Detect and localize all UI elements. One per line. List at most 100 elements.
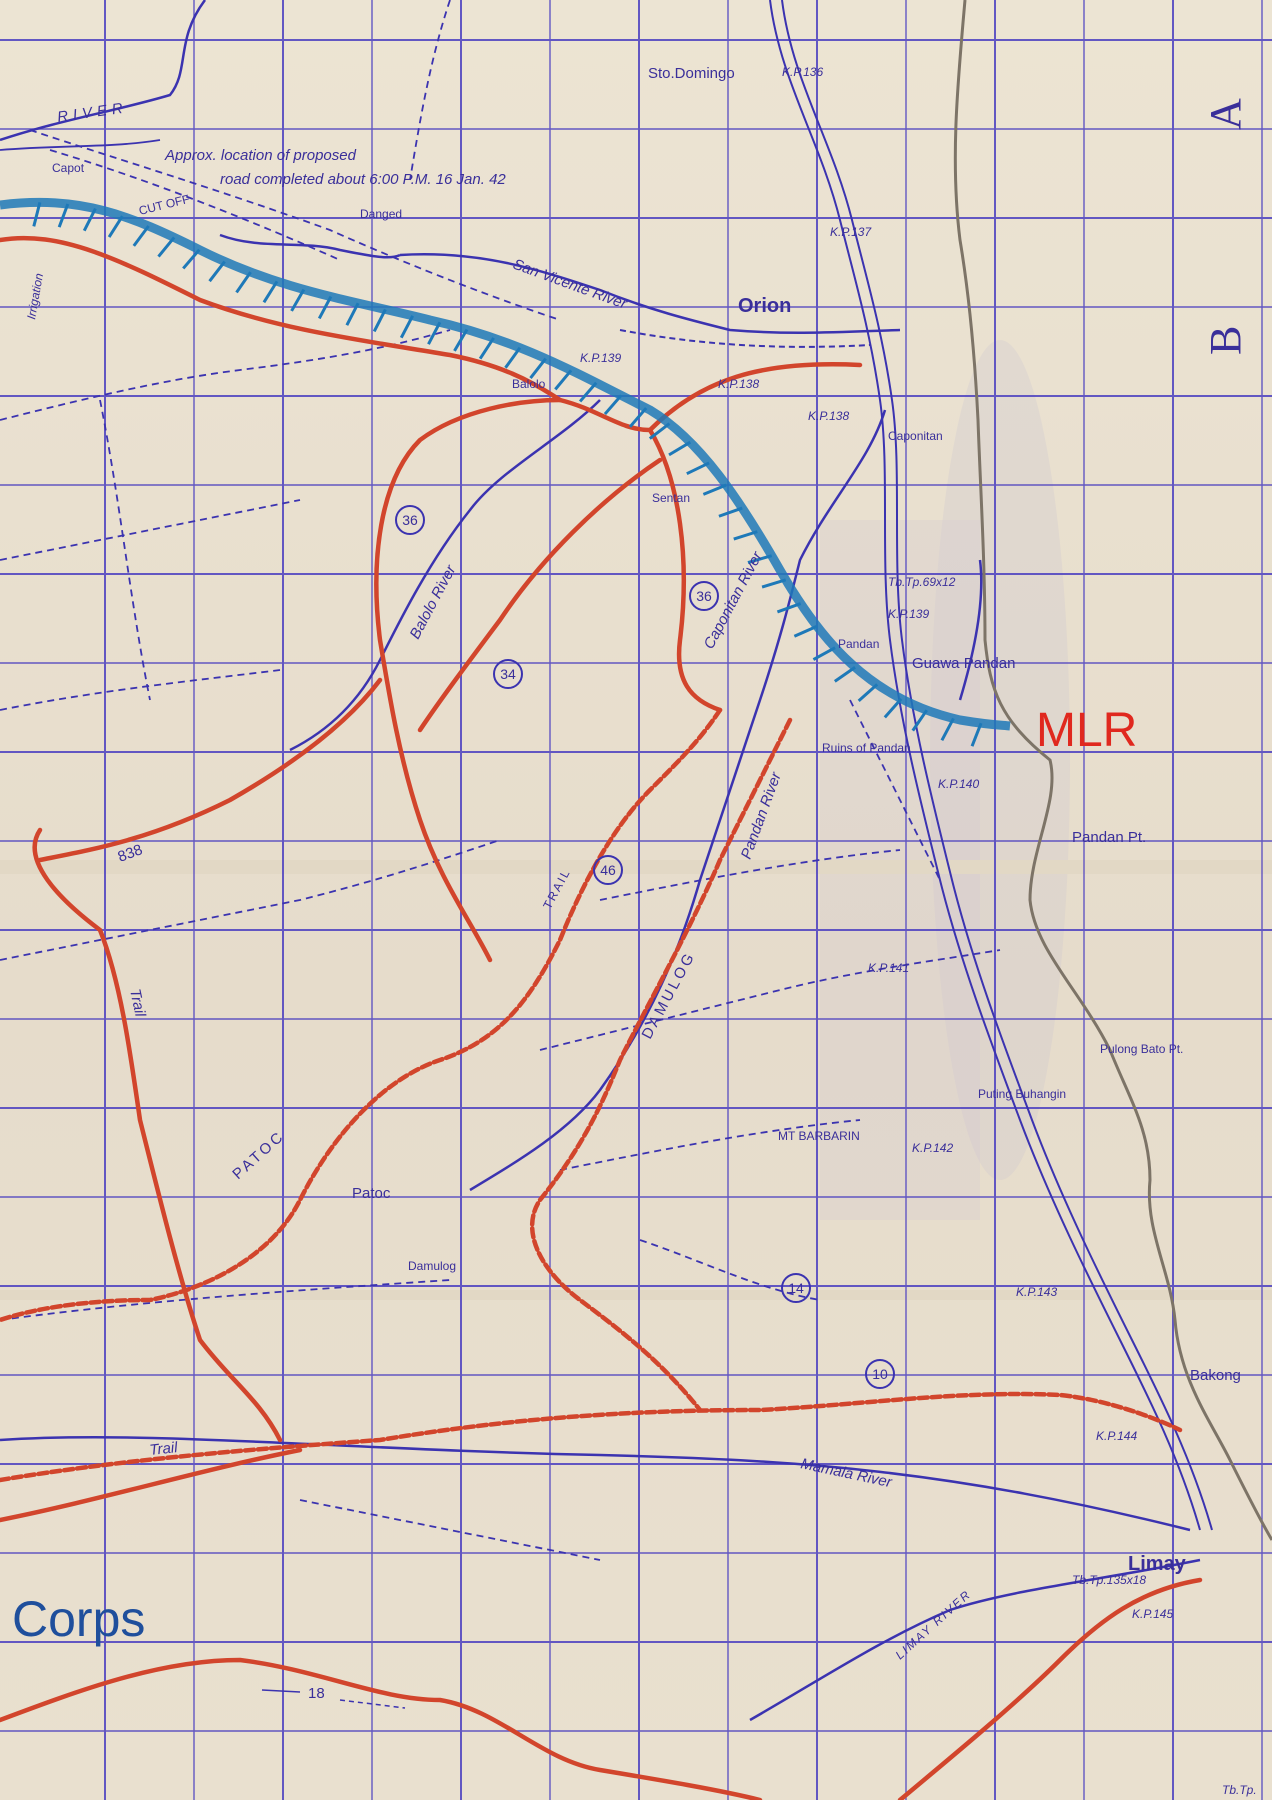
place-patoc: Patoc	[352, 1185, 391, 1202]
mlr-hatch-mark	[702, 483, 727, 496]
route-number-36a: 36	[402, 512, 418, 528]
mlr-hatch-mark	[686, 461, 710, 476]
mlr-hatch-mark	[883, 697, 903, 719]
kp-139: K.P.139	[888, 607, 929, 621]
place-guawa-pandan: Guawa Pandan	[912, 655, 1015, 672]
kp-140: K.P.140	[938, 777, 979, 791]
place-pulong-bato-pt: Pulong Bato Pt.	[1100, 1042, 1183, 1056]
tb-tp-2: Tb.Tp.135x18	[1072, 1573, 1146, 1587]
route-number-36b: 36	[696, 588, 712, 604]
route-number-34: 34	[500, 666, 516, 682]
annotation-line-2: road completed about 6:00 P.M. 16 Jan. 4…	[220, 171, 506, 188]
sheet-letter-b: B	[1201, 326, 1250, 355]
mlr-hatch-mark	[372, 308, 387, 333]
route-markers	[395, 505, 895, 1389]
mlr-hatch-mark	[733, 530, 758, 541]
mlr-hatch-mark	[857, 683, 879, 702]
distance-marker	[261, 1689, 406, 1709]
place-sto-domingo: Sto.Domingo	[648, 65, 735, 82]
trail-label-patoc: PATOC	[229, 1127, 288, 1183]
river-label-top: RIVER	[56, 99, 129, 126]
kp-141: K.P.141	[868, 961, 909, 975]
mlr-hatch-mark	[776, 602, 802, 614]
mlr-hatch-mark	[345, 302, 360, 326]
river-label-san-vicente: San Vicente River	[511, 256, 630, 313]
river-label-limay: LIMAY RIVER	[893, 1587, 974, 1662]
place-sentan: Sentan	[652, 491, 690, 505]
mlr-hatch-mark	[32, 202, 42, 227]
place-balolo: Balolo	[512, 377, 546, 391]
trail-label-bottom: Trail	[149, 1439, 179, 1459]
kp-136: K.P.136	[782, 65, 823, 79]
mlr-hatch-mark	[399, 315, 415, 339]
route-number-14: 14	[788, 1280, 804, 1296]
place-danged: Danged	[360, 207, 402, 221]
place-ruins-pandan: Ruins of Pandan	[822, 741, 911, 755]
mlr-hatch-mark	[82, 207, 97, 232]
coastline	[953, 0, 1272, 1541]
mlr-hatch-mark	[628, 407, 648, 428]
mlr-hatch-mark	[648, 422, 671, 440]
mlr-hatch-mark	[529, 357, 547, 379]
place-capot: Capot	[52, 161, 85, 175]
mlr-hatch-mark	[208, 260, 226, 283]
river-label-pandan: Pandan River	[738, 769, 785, 861]
river-label-irrigation: Irrigation	[24, 272, 46, 321]
annotation-line-1: Approx. location of proposed	[164, 147, 357, 164]
mlr-hatch-mark	[793, 624, 818, 638]
mlr-hatch-mark	[554, 369, 573, 391]
place-pandan-pt: Pandan Pt.	[1072, 829, 1146, 846]
mlr-hatch-mark	[747, 554, 773, 565]
kp-137: K.P.137	[830, 225, 872, 239]
mlr-hatch-mark	[578, 381, 598, 403]
mlr-label: MLR	[1036, 704, 1137, 757]
corps-label: Corps	[12, 1591, 145, 1647]
rivers	[0, 0, 1201, 1722]
kp-138: K.P.138	[808, 409, 849, 423]
trails	[0, 0, 1001, 1561]
sheet-letter-a: A	[1201, 98, 1250, 130]
paper-texture	[0, 340, 1272, 1300]
place-mt-barbarin: MT BARBARIN	[778, 1129, 860, 1143]
mlr-hatch-mark	[157, 236, 176, 258]
place-orion: Orion	[738, 295, 791, 317]
mlr-hatch-mark	[427, 321, 442, 345]
route-number-46: 46	[600, 862, 616, 878]
place-bakong: Bakong	[1190, 1367, 1241, 1384]
mlr-hatch-mark	[478, 337, 495, 360]
place-pandan: Pandan	[838, 637, 879, 651]
mlr-hatch-mark	[970, 722, 983, 747]
mlr-hatch-mark	[940, 717, 955, 742]
kp-142: K.P.142	[912, 1141, 953, 1155]
route-number-10: 10	[872, 1366, 888, 1382]
mlr-hatch-mark	[57, 203, 70, 228]
main-road	[619, 0, 1213, 1531]
tb-tp-1: Tb.Tp.69x12	[888, 575, 956, 589]
kp-139-road: K.P.139	[580, 351, 621, 365]
place-puting-buhangin: Puting Buhangin	[978, 1087, 1066, 1101]
mlr-hatch-mark	[668, 440, 692, 457]
place-limay: Limay	[1128, 1553, 1187, 1575]
river-label-mamala: Mamala River	[799, 1455, 894, 1491]
trail-label-left: Trail	[126, 987, 149, 1019]
mlr-hatch-mark	[453, 328, 469, 352]
kp-144: K.P.144	[1096, 1429, 1137, 1443]
mlr-hatch-mark	[603, 394, 623, 416]
mlr-hatch-mark	[718, 506, 743, 518]
kp-138-right: K.P.138	[718, 377, 759, 391]
kp-145: K.P.145	[1132, 1607, 1173, 1621]
kp-143: K.P.143	[1016, 1285, 1057, 1299]
red-defense-lines	[0, 235, 1203, 1800]
mlr-hatch-mark	[235, 271, 252, 294]
mlr-hatch-mark	[182, 248, 201, 270]
place-damulog: Damulog	[408, 1259, 456, 1273]
trail-label-cut-off: CUT OFF	[137, 192, 191, 218]
tb-tp-3: Tb.Tp.	[1222, 1783, 1257, 1797]
mlr-hatch-mark	[132, 225, 150, 247]
mlr-hatch-mark	[761, 578, 787, 589]
mlr-hatch-mark	[107, 215, 124, 238]
distance-18: 18	[308, 1685, 325, 1702]
